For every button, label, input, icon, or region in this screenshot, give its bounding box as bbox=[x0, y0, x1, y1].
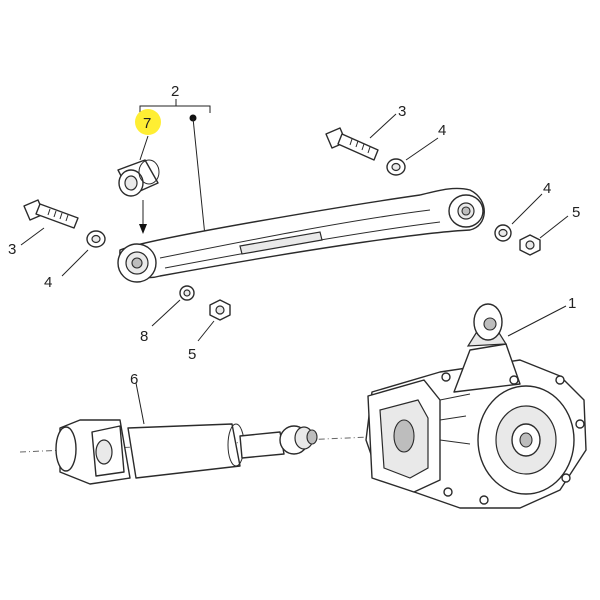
bushing-part-7 bbox=[117, 159, 160, 197]
callout-8: 8 bbox=[140, 328, 148, 345]
control-arm-part-2 bbox=[117, 187, 485, 283]
washer-lower-part-8 bbox=[179, 285, 195, 301]
callout-2-bracket bbox=[139, 99, 211, 237]
callout-3-left: 3 bbox=[8, 241, 16, 258]
washer-top-part-4 bbox=[386, 158, 406, 176]
arrow-7-icon bbox=[139, 224, 147, 234]
callout-4-left: 4 bbox=[44, 274, 52, 291]
callout-7-highlight[interactable] bbox=[135, 109, 161, 135]
callout-2: 2 bbox=[171, 83, 179, 100]
nut-lower-part-5 bbox=[209, 299, 231, 321]
callout-6: 6 bbox=[130, 371, 138, 388]
bolt-top-part-3 bbox=[325, 127, 379, 161]
gearbox-part-1 bbox=[365, 303, 587, 509]
nut-right-part-5 bbox=[519, 234, 541, 256]
bolt-left-part-3 bbox=[23, 199, 79, 229]
callout-5-lower: 5 bbox=[188, 346, 196, 363]
callout-1: 1 bbox=[568, 295, 576, 312]
callout-5-right: 5 bbox=[572, 204, 580, 221]
callout-3-top: 3 bbox=[398, 103, 406, 120]
washer-left-part-4 bbox=[86, 230, 106, 248]
callout-4-top: 4 bbox=[438, 122, 446, 139]
callout-4-right: 4 bbox=[543, 180, 551, 197]
drive-shaft-part-6 bbox=[55, 419, 318, 485]
washer-right-part-4 bbox=[494, 224, 512, 242]
callout-7: 7 bbox=[143, 115, 151, 132]
